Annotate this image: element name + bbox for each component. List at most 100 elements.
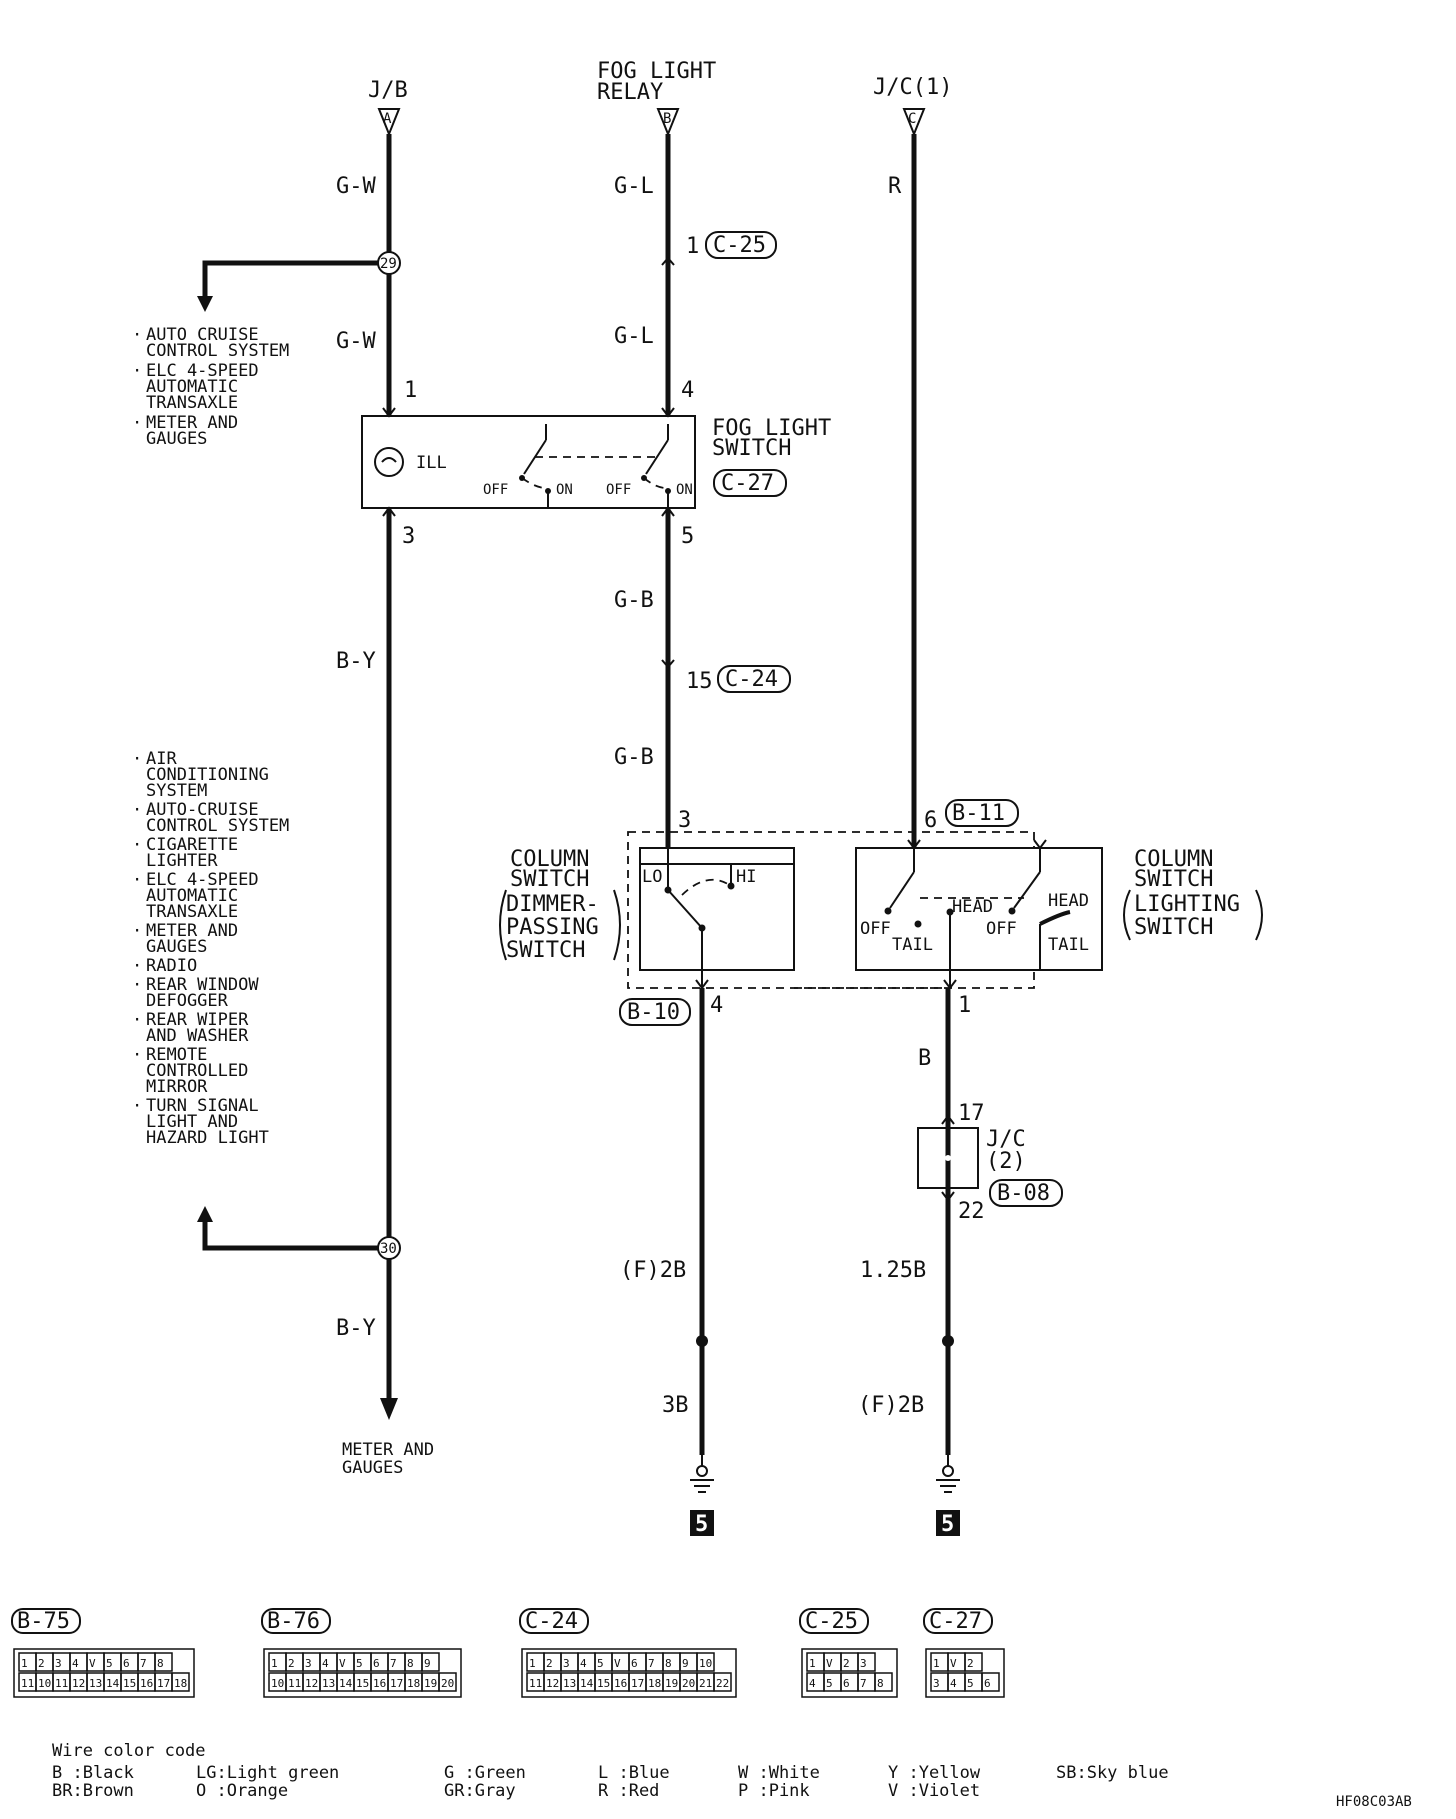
terminal-a-triangle [377, 108, 401, 137]
fog-switch-off-1: OFF [483, 482, 508, 498]
conn-c24-mark [661, 659, 675, 669]
fog-relay-label-2: RELAY [597, 80, 663, 105]
left-ground-lower-color: 3B [662, 1393, 689, 1418]
connector-pin-number: 20 [441, 1677, 454, 1690]
connector-diagram-tag-box [519, 1608, 589, 1634]
connector-pin-number: 8 [665, 1657, 672, 1670]
pin-fog-1: 1 [404, 378, 417, 403]
right-ground-upper-color: 1.25B [860, 1258, 926, 1283]
connector-pin-number: 18 [648, 1677, 661, 1690]
lower-branch-system-bullet: · [132, 921, 142, 941]
lower-branch-system-item-line: CONTROL SYSTEM [146, 816, 289, 836]
wire-color-code-entry: G :Green [444, 1763, 526, 1783]
connector-pin-cell [154, 1652, 173, 1672]
connector-pin-number: 9 [682, 1657, 689, 1670]
connector-diagram-tag-box [799, 1608, 869, 1634]
connector-pin-number: 6 [984, 1677, 991, 1690]
connector-pin-cell [171, 1672, 190, 1692]
conn-b10-tag-box [619, 998, 691, 1026]
wire-color-code-entry: V :Violet [888, 1781, 980, 1801]
connector-pin-number: 2 [843, 1657, 850, 1670]
conn-b10-tag: B-10 [627, 1000, 680, 1025]
source-fog-relay: FOG LIGHT RELAY B [597, 59, 716, 137]
source-jb: J/B A [368, 78, 408, 137]
connector-pin-number: 21 [699, 1677, 712, 1690]
connector-pin-number: 18 [407, 1677, 420, 1690]
left-ground: 5 [690, 1455, 714, 1537]
connector-pin-number: 13 [563, 1677, 576, 1690]
connector-pin-cell [964, 1652, 983, 1672]
lower-branch-system-bullet: · [132, 1045, 142, 1065]
dimmer-title-2: SWITCH [510, 867, 589, 892]
connector-pin-number: 3 [860, 1657, 867, 1670]
conn-c25-mark [661, 256, 675, 266]
right-ground: 5 [936, 1455, 960, 1537]
lower-branch-system-item-line: DEFOGGER [146, 991, 229, 1011]
lower-branch-system-item-line: REMOTE [146, 1045, 207, 1065]
lower-branch-system-bullet: · [132, 1096, 142, 1116]
figure-code: HF08C03AB [1336, 1794, 1412, 1810]
connector-diagram-tag-box [11, 1608, 81, 1634]
fog-switch-title-1: FOG LIGHT [712, 416, 831, 441]
connector-pin-cell [696, 1652, 715, 1672]
source-jc1: J/C(1) C [873, 75, 952, 137]
connector-pin-cell [438, 1672, 457, 1692]
fog-switch-box [361, 415, 696, 509]
connector-pin-number: 7 [860, 1677, 867, 1690]
lower-branch-system-item-line: REAR WIPER [146, 1010, 249, 1030]
wire-a-top-color: G-W [336, 174, 376, 199]
conn-c27-tag: C-27 [721, 471, 774, 496]
lighting-switch-box [855, 847, 1103, 971]
lower-branch-system-item-line: REAR WINDOW [146, 975, 259, 995]
connector-pin-number: 3 [55, 1657, 62, 1670]
connector-pin-number: 16 [614, 1677, 627, 1690]
connector-pin-number: 19 [424, 1677, 437, 1690]
connector-pin-cell [713, 1672, 732, 1692]
wire-c-top-color: R [888, 174, 902, 199]
connector-pin-number: 11 [288, 1677, 301, 1690]
lower-branch-system-item-line: AND WASHER [146, 1026, 249, 1046]
lower-branch-arrow [197, 1206, 213, 1222]
wire-b-mid-color: G-L [614, 324, 654, 349]
dimmer-passing-switch: LO HI COLUMN SWITCH DIMMER- PASSING SWIT… [499, 831, 1035, 1455]
lower-branch-system-item-line: LIGHT AND [146, 1112, 238, 1132]
dimmer-title-4: PASSING [506, 915, 599, 940]
connector-diagram-outline [13, 1648, 195, 1698]
fog-switch-on-1: ON [556, 482, 573, 498]
lower-branch-system-item-line: METER AND [146, 921, 238, 941]
upper-branch-system-item-line: AUTOMATIC [146, 377, 238, 397]
upper-branch-system-item-line: CONTROL SYSTEM [146, 341, 289, 361]
jc2-label-2: (2) [986, 1149, 1026, 1174]
terminal-b-triangle [656, 108, 680, 137]
lower-branch-system-bullet: · [132, 800, 142, 820]
lower-branch-system-item-line: AIR [146, 749, 177, 769]
right-ground-number: 5 [941, 1512, 954, 1537]
conn-b08-tag-box [989, 1179, 1063, 1207]
lower-branch-system-item-line: AUTO-CRUISE [146, 800, 259, 820]
lighting-title-1: COLUMN [1134, 847, 1213, 872]
lower-branch-system-item-line: RADIO [146, 956, 197, 976]
splice-29-label: 29 [380, 256, 397, 272]
pin-jc-22: 22 [958, 1199, 985, 1224]
bottom-destination-line-2: GAUGES [342, 1458, 403, 1478]
lower-branch-system-item-line: LIGHTER [146, 851, 218, 871]
connector-pin-number: V [826, 1657, 833, 1670]
bottom-destination: METER AND GAUGES [342, 1440, 434, 1478]
wire-color-code-entry: Y :Yellow [888, 1763, 981, 1783]
lighting-off-1: OFF [860, 919, 891, 939]
lighting-title-4: SWITCH [1134, 915, 1213, 940]
connector-pin-number: 3 [933, 1677, 940, 1690]
wire-color-code-entry: B :Black [52, 1763, 134, 1783]
pin-fog-4: 4 [681, 378, 694, 403]
lower-branch-list: ·AIRCONDITIONINGSYSTEM·AUTO-CRUISECONTRO… [132, 749, 289, 1148]
wire-a-bottom-color: B-Y [336, 1316, 376, 1341]
lower-branch-system-item-line: GAUGES [146, 937, 207, 957]
connector-pin-number: 15 [123, 1677, 136, 1690]
dimmer-title-5: SWITCH [506, 938, 585, 963]
connector-pin-number: 17 [390, 1677, 403, 1690]
connector-pin-number: 11 [529, 1677, 542, 1690]
lighting-tail-1: TAIL [892, 935, 933, 955]
conn-b11-tag: B-11 [952, 801, 1005, 826]
